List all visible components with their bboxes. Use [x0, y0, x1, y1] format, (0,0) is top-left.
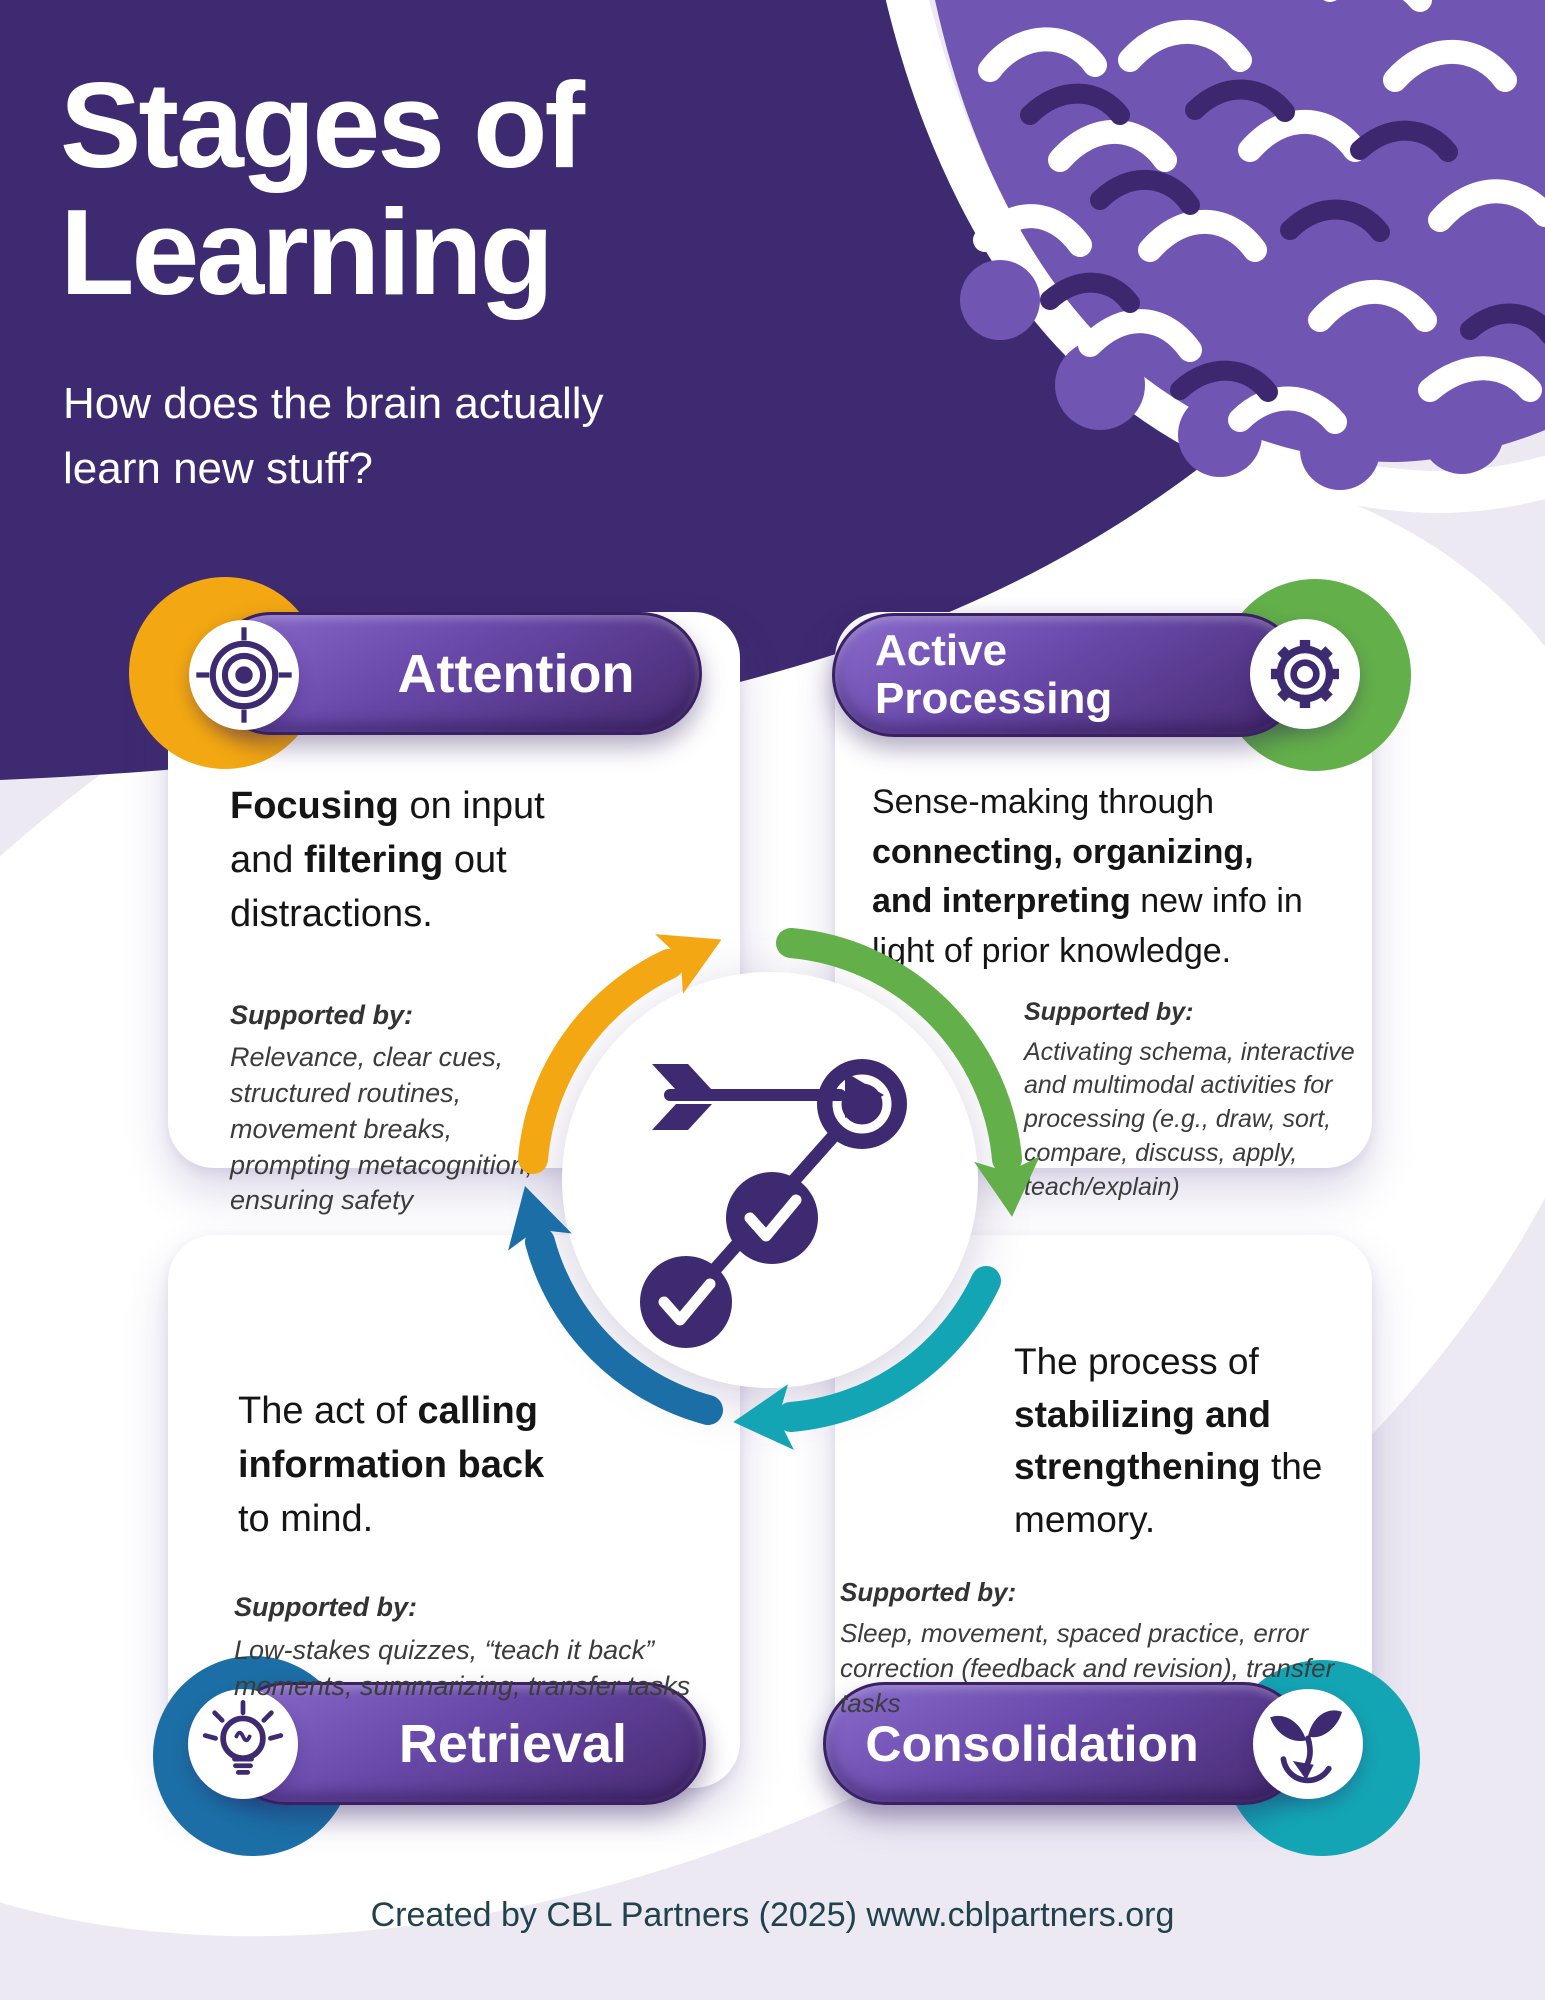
active-processing-supported-by: Supported by: Activating schema, interact… — [1024, 962, 1355, 1204]
consolidation-supported-list: Sleep, movement, spaced practice, error … — [840, 1618, 1335, 1719]
brain-white-folds — [973, 0, 1545, 434]
retrieval-header-pill: Retrieval — [224, 1682, 706, 1805]
page-title: Stages of Learning — [60, 57, 585, 320]
active-processing-header-pill: Active Processing — [832, 613, 1302, 737]
supported-by-label: Supported by: — [230, 999, 413, 1030]
attention-supported-by: Supported by: Relevance, clear cues, stru… — [230, 962, 533, 1219]
active-processing-description: Sense-making through connecting, organiz… — [872, 783, 1303, 970]
active-processing-supported-list: Activating schema, interactive and multi… — [1024, 1037, 1355, 1201]
active-processing-icon-circle — [1250, 619, 1360, 729]
retrieval-icon-circle — [188, 1689, 298, 1799]
consolidation-header-pill: Consolidation — [823, 1682, 1305, 1805]
retrieval-label: Retrieval — [398, 1713, 628, 1774]
brain-illustration — [935, 0, 1545, 490]
header-white-curve — [885, 0, 1545, 514]
header-purple-blob — [0, 0, 1215, 780]
retrieval-supported-list: Low-stakes quizzes, “teach it back” mome… — [234, 1634, 691, 1702]
gear-icon — [1270, 639, 1340, 709]
supported-by-label: Supported by: — [1024, 997, 1194, 1026]
attention-header-pill: Attention — [210, 612, 702, 735]
footer-credit: Created by CBL Partners (2025) www.cblpa… — [370, 1896, 1175, 1934]
supported-by-label: Supported by: — [234, 1592, 417, 1623]
active-processing-label: Active Processing — [875, 626, 1113, 723]
page-subtitle: How does the brain actually learn new st… — [63, 379, 604, 493]
retrieval-description: The act of calling information back to m… — [238, 1390, 545, 1540]
consolidation-label: Consolidation — [865, 1715, 1199, 1772]
sprout-icon — [1270, 1710, 1343, 1784]
lightbulb-icon — [202, 1700, 284, 1775]
attention-description: Focusing on input and filtering out dist… — [230, 785, 545, 935]
attention-label: Attention — [397, 643, 635, 704]
brain-dark-folds — [1020, 79, 1545, 402]
supported-by-label: Supported by: — [840, 1577, 1017, 1608]
target-icon — [196, 627, 292, 723]
consolidation-supported-by: Supported by: Sleep, movement, spaced pra… — [840, 1540, 1334, 1721]
retrieval-supported-by: Supported by: Low-stakes quizzes, “teach … — [234, 1553, 690, 1705]
consolidation-description: The process of stabilizing and strengthe… — [1014, 1341, 1323, 1540]
attention-supported-list: Relevance, clear cues, structured routin… — [230, 1041, 534, 1216]
consolidation-icon-circle — [1253, 1689, 1363, 1799]
attention-icon-circle — [189, 620, 299, 730]
